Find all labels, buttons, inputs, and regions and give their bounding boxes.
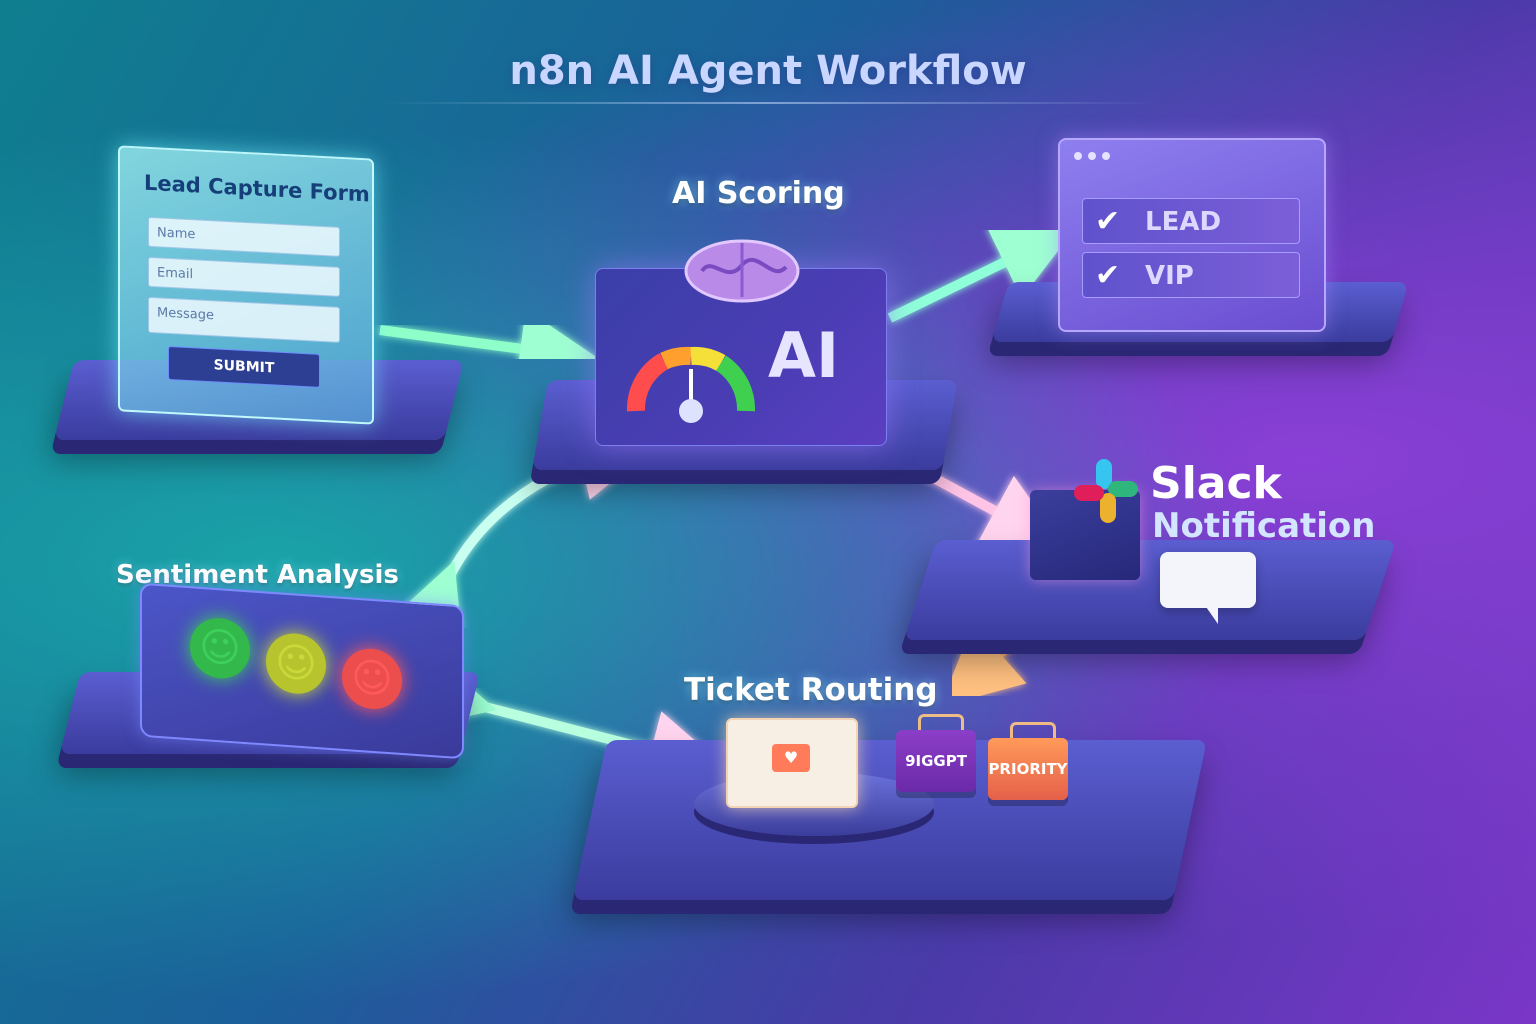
message-field[interactable]: Message <box>148 296 340 343</box>
form-title: Lead Capture Form <box>144 170 370 207</box>
smiley-positive-icon: ☺ <box>190 616 250 681</box>
slack-title: Slack <box>1150 458 1282 509</box>
diagram-title: n8n AI Agent Workflow <box>509 48 1027 94</box>
ticket-routing-label: Ticket Routing <box>684 672 938 708</box>
slack-platform <box>903 540 1397 640</box>
chat-bubble-tail <box>1204 604 1218 624</box>
smiley-neutral-icon: ☺ <box>266 631 326 696</box>
bin-priority: PRIORITY <box>988 738 1068 800</box>
ai-scoring-label: AI Scoring <box>672 176 845 211</box>
brain-icon <box>684 239 800 303</box>
smiley-negative-icon: ☺ <box>342 646 402 711</box>
checklist-item-vip: ✔ VIP <box>1082 252 1300 298</box>
window-dot <box>1088 152 1096 160</box>
slack-logo-icon <box>1074 459 1138 523</box>
title-divider <box>380 102 1156 104</box>
arrow-sentiment-to-ai <box>388 421 660 650</box>
arrow-form-to-ai <box>379 309 600 389</box>
envelope-card: ♥ <box>726 718 858 808</box>
bin-handle <box>1010 722 1056 743</box>
envelope-icon: ♥ <box>772 744 810 772</box>
check-icon: ✔ <box>1095 258 1121 293</box>
check-icon: ✔ <box>1095 204 1121 239</box>
submit-button[interactable]: SUBMIT <box>168 345 320 388</box>
email-field[interactable]: Email <box>148 256 340 297</box>
ai-scoring-box: AI <box>595 239 887 446</box>
sentiment-panel: ☺ ☺ ☺ <box>140 582 464 760</box>
checklist-item-label: VIP <box>1145 261 1194 291</box>
slack-subtitle: Notification <box>1152 506 1376 546</box>
lead-capture-form: Lead Capture Form Name Email Message SUB… <box>118 145 374 425</box>
arrow-ai-to-checklist <box>887 226 1076 323</box>
chat-bubble-icon <box>1160 552 1256 608</box>
bin-general: 9IGGPT <box>896 730 976 792</box>
lead-checklist-window: ✔ LEAD ✔ VIP <box>1058 138 1326 332</box>
name-field[interactable]: Name <box>148 216 340 257</box>
gauge-icon <box>626 346 756 423</box>
slack-card <box>1030 490 1140 580</box>
bin-handle <box>918 714 964 735</box>
ai-box-text: AI <box>768 319 840 392</box>
window-dot <box>1102 152 1110 160</box>
checklist-item-lead: ✔ LEAD <box>1082 198 1300 244</box>
window-dot <box>1074 152 1082 160</box>
checklist-item-label: LEAD <box>1145 207 1222 237</box>
